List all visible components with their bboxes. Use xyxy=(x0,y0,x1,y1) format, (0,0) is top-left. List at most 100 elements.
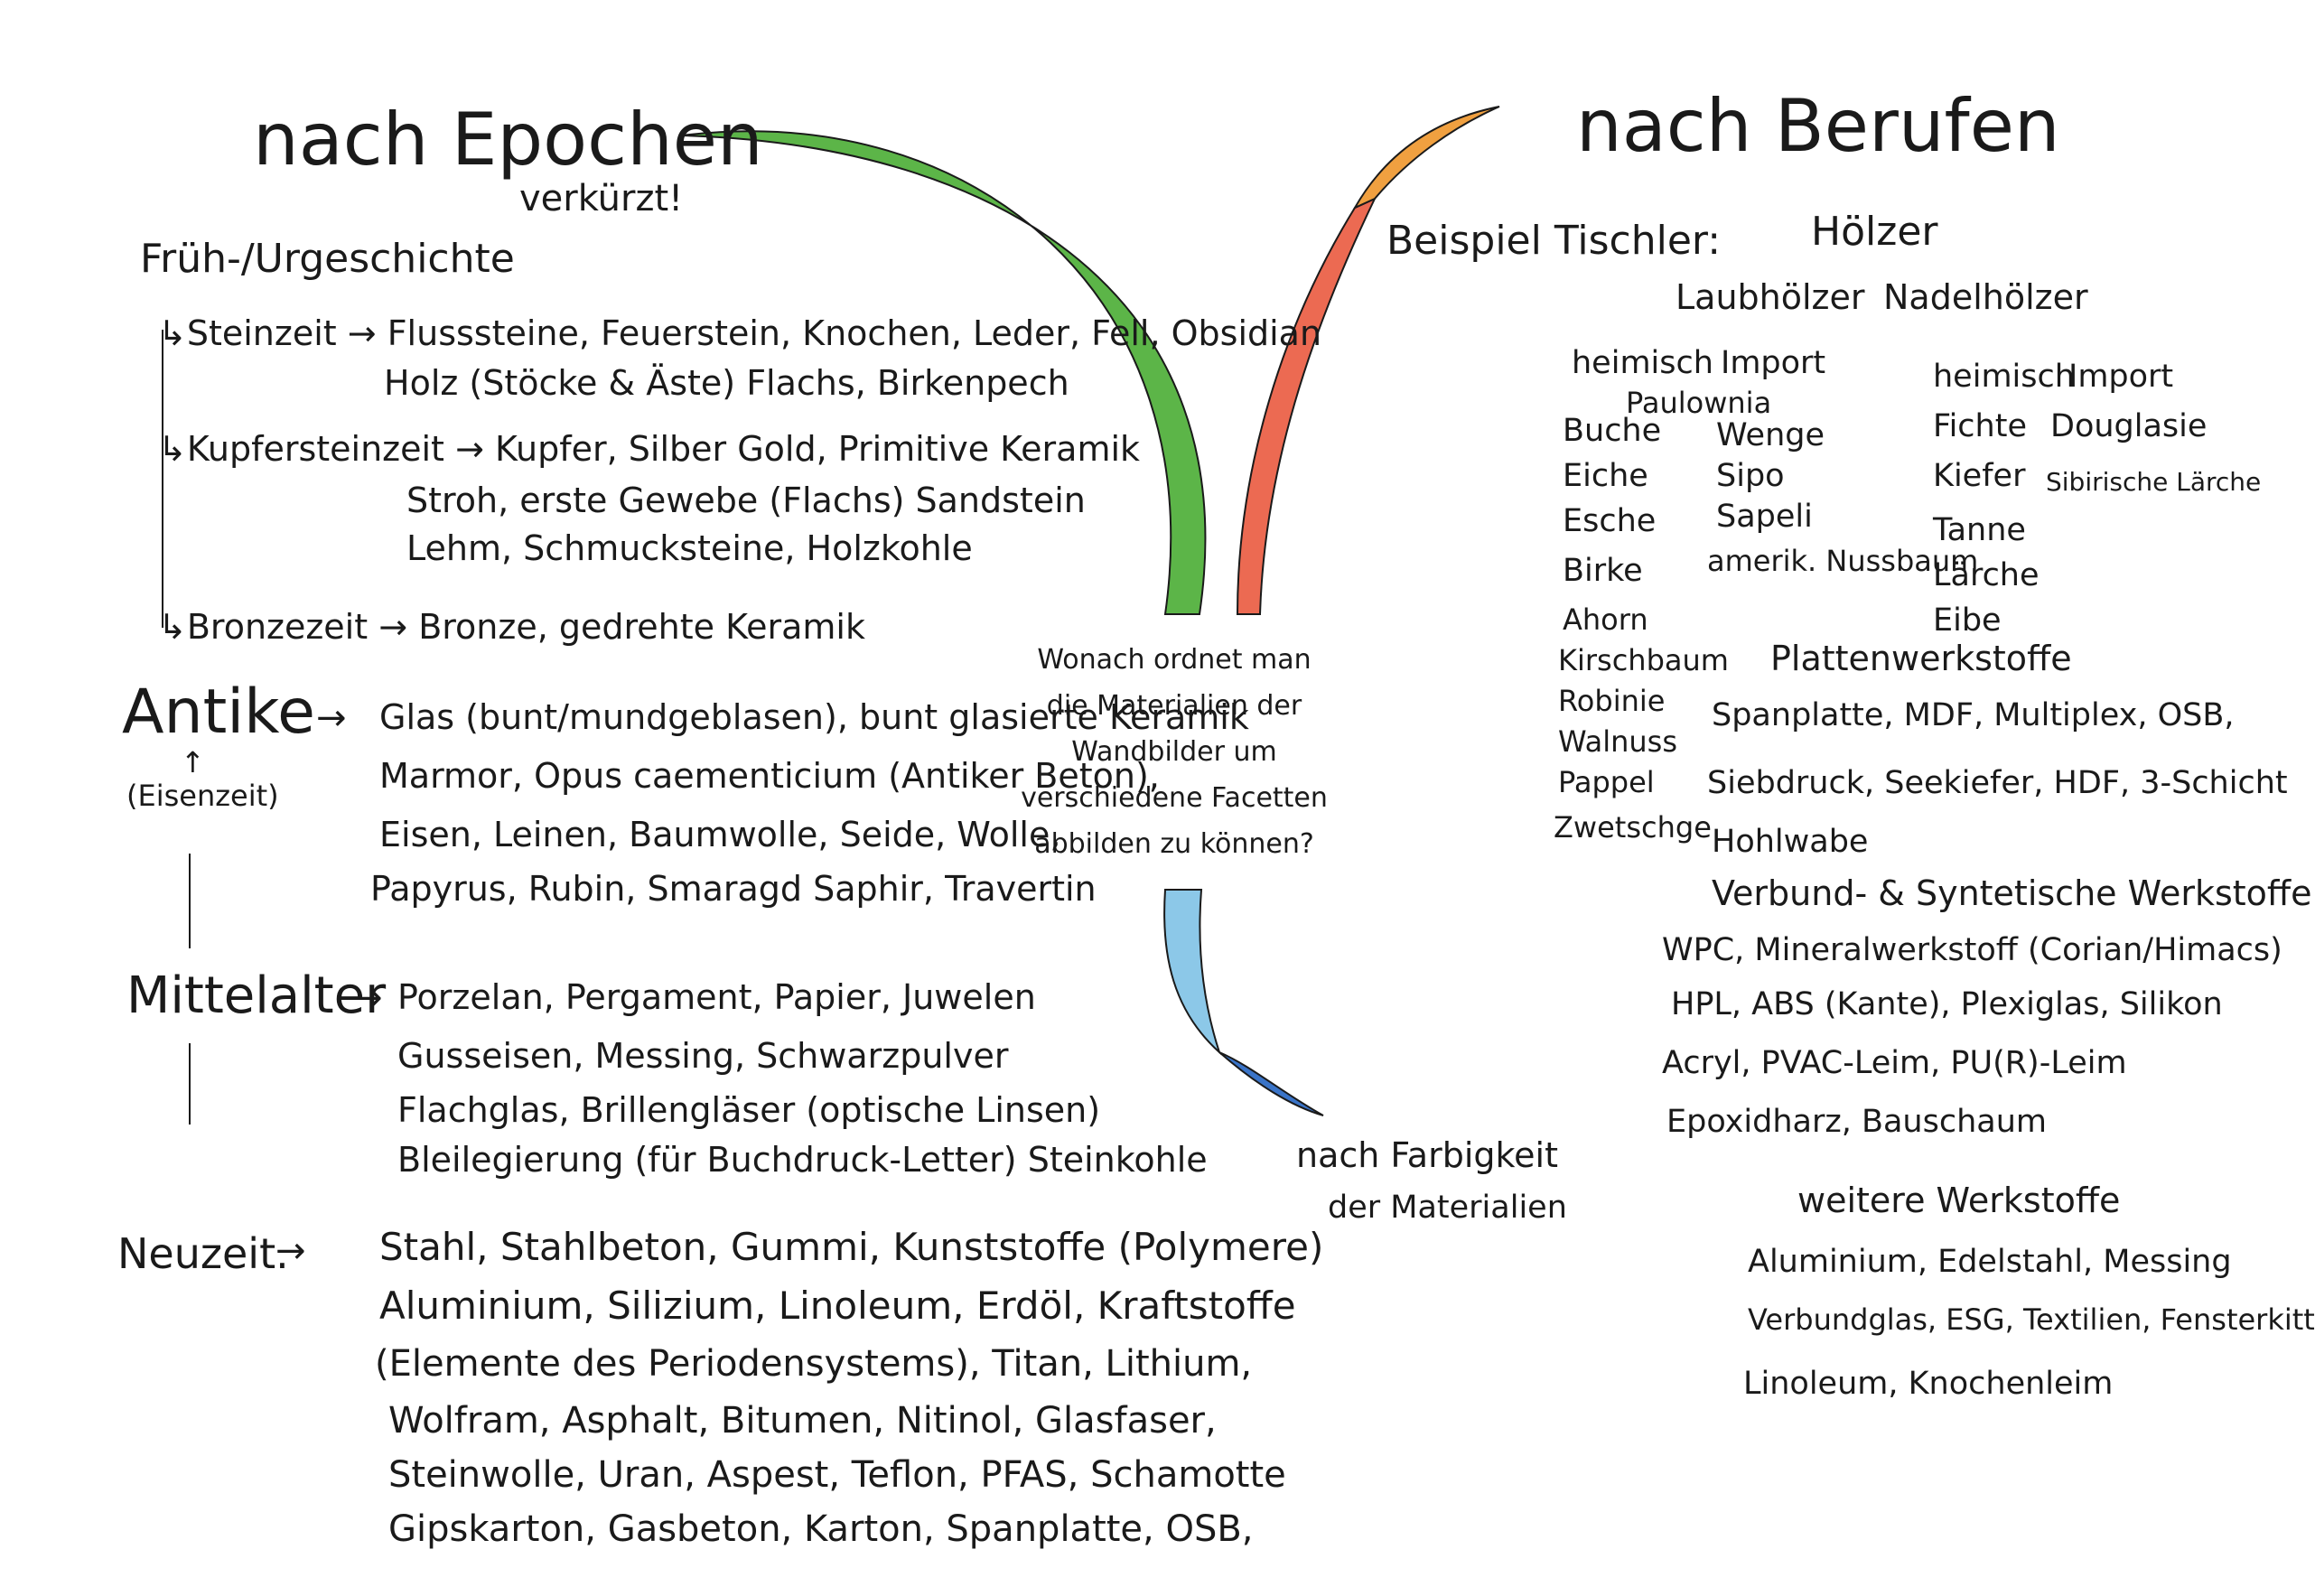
laub-heimisch-item: Kirschbaum xyxy=(1558,643,1729,677)
laub-import-extra: Paulownia xyxy=(1626,386,1772,420)
branch-farbigkeit-lower xyxy=(1218,1051,1324,1116)
nadel-heimisch-label: heimisch xyxy=(1933,359,2075,395)
laub-heimisch-item: Pappel xyxy=(1558,765,1655,799)
center-question-line: verschiedene Facetten xyxy=(1021,782,1328,814)
center-question-line: die Materialien der xyxy=(1046,690,1302,722)
kupfersteinzeit-label: Kupfersteinzeit xyxy=(186,429,444,469)
laub-import-item: Sipo xyxy=(1716,458,1785,494)
antike-sub-arrow: ↑ xyxy=(181,745,205,779)
farbigkeit-line: nach Farbigkeit xyxy=(1296,1135,1558,1175)
verbund-line: HPL, ABS (Kante), Plexiglas, Silikon xyxy=(1671,986,2223,1022)
weitere-line: Linoleum, Knochenleim xyxy=(1743,1366,2114,1402)
antike-line: Papyrus, Rubin, Smaragd Saphir, Traverti… xyxy=(370,869,1097,909)
bronzezeit-row: ↳Bronzezeit → Bronze, gedrehte Keramik xyxy=(158,610,865,644)
neuzeit-line: Steinwolle, Uran, Aspest, Teflon, PFAS, … xyxy=(388,1454,1286,1496)
neuzeit-line: Wolfram, Asphalt, Bitumen, Nitinol, Glas… xyxy=(388,1400,1217,1442)
mittelalter-label: Mittelalter xyxy=(126,966,387,1025)
nadel-import-label: Import xyxy=(2068,359,2174,395)
weitere-line: Aluminium, Edelstahl, Messing xyxy=(1748,1244,2232,1280)
prehistory-title: Früh-/Urgeschichte xyxy=(140,236,515,282)
berufen-title: nach Berufen xyxy=(1576,84,2060,168)
nadel-heimisch-item: Fichte xyxy=(1933,408,2027,444)
verbund-line: WPC, Mineralwerkstoff (Corian/Himacs) xyxy=(1662,932,2282,968)
nadel-heimisch-item: Lärche xyxy=(1933,557,2040,593)
center-question-line: Wonach ordnet man xyxy=(1037,644,1312,676)
antike-line: Eisen, Leinen, Baumwolle, Seide, Wolle, xyxy=(379,815,1061,854)
laub-heimisch-item: Robinie xyxy=(1558,684,1666,718)
kupfersteinzeit-line: Lehm, Schmucksteine, Holzkohle xyxy=(406,528,973,568)
laub-heimisch-item: Buche xyxy=(1563,413,1662,449)
beispiel-label: Beispiel Tischler: xyxy=(1386,218,1722,264)
epochen-note: verkürzt! xyxy=(519,178,684,219)
laub-import-item: Wenge xyxy=(1716,417,1825,453)
neuzeit-line: Aluminium, Silizium, Linoleum, Erdöl, Kr… xyxy=(379,1283,1296,1328)
plattenwerkstoffe-line: Siebdruck, Seekiefer, HDF, 3-Schicht xyxy=(1707,765,2288,801)
neuzeit-label: Neuzeit. xyxy=(117,1229,289,1278)
laub-import-item: amerik. Nussbaum xyxy=(1707,544,1979,578)
verbund-line: Acryl, PVAC-Leim, PU(R)-Leim xyxy=(1662,1045,2127,1081)
nadelhoelzer-label: Nadelhölzer xyxy=(1883,277,2088,317)
bronzezeit-label: Bronzezeit xyxy=(186,607,369,647)
laubhoelzer-label: Laubhölzer xyxy=(1676,277,1865,317)
mind-map-branches xyxy=(162,106,1500,1125)
steinzeit-line: Flusssteine, Feuerstein, Knochen, Leder,… xyxy=(387,313,1322,353)
verbund-line: Epoxidharz, Bauschaum xyxy=(1666,1104,2047,1140)
steinzeit-line: Holz (Stöcke & Äste) Flachs, Birkenpech xyxy=(384,363,1069,403)
laub-heimisch-label: heimisch xyxy=(1572,345,1713,381)
branch-berufen-upper xyxy=(1352,106,1500,210)
center-question-line: abbilden zu können? xyxy=(1034,828,1314,860)
weitere-title: weitere Werkstoffe xyxy=(1797,1181,2121,1220)
nadel-import-item: Sibirische Lärche xyxy=(2046,467,2262,497)
plattenwerkstoffe-line: Spanplatte, MDF, Multiplex, OSB, xyxy=(1712,697,2235,733)
antike-line: Glas (bunt/mundgeblasen), bunt glasierte… xyxy=(379,697,1249,737)
laub-heimisch-item: Walnuss xyxy=(1558,724,1677,759)
bronzezeit-line: Bronze, gedrehte Keramik xyxy=(418,607,865,647)
laub-heimisch-item: Zwetschge xyxy=(1554,810,1712,845)
mittelalter-line: Gusseisen, Messing, Schwarzpulver xyxy=(397,1036,1009,1076)
kupfersteinzeit-line: Kupfer, Silber Gold, Primitive Keramik xyxy=(495,429,1141,469)
item-arrow: → xyxy=(347,313,377,353)
branch-berufen-lower xyxy=(1236,196,1377,615)
plattenwerkstoffe-title: Plattenwerkstoffe xyxy=(1770,639,2072,678)
neuzeit-line: Gipskarton, Gasbeton, Karton, Spanplatte… xyxy=(388,1508,1254,1550)
laub-heimisch-item: Birke xyxy=(1563,553,1643,589)
nadel-import-item: Douglasie xyxy=(2050,408,2208,444)
nadel-heimisch-item: Kiefer xyxy=(1933,458,2026,494)
laub-heimisch-item: Esche xyxy=(1563,503,1657,539)
mittelalter-line: Porzelan, Pergament, Papier, Juwelen xyxy=(397,977,1036,1017)
mittelalter-line: Bleilegierung (für Buchdruck-Letter) Ste… xyxy=(397,1140,1208,1180)
mittelalter-line: Flachglas, Brillengläser (optische Linse… xyxy=(397,1090,1101,1130)
weitere-line: Verbundglas, ESG, Textilien, Fensterkitt xyxy=(1748,1302,2315,1337)
laub-heimisch-item: Eiche xyxy=(1563,458,1648,494)
kupfersteinzeit-row: ↳Kupfersteinzeit → Kupfer, Silber Gold, … xyxy=(158,432,1140,466)
steinzeit-row: ↳Steinzeit → Flusssteine, Feuerstein, Kn… xyxy=(158,316,1321,350)
kupfersteinzeit-line: Stroh, erste Gewebe (Flachs) Sandstein xyxy=(406,481,1086,520)
neuzeit-line: (Elemente des Periodensystems), Titan, L… xyxy=(375,1343,1253,1385)
nadel-heimisch-item: Eibe xyxy=(1933,602,2002,639)
center-question-line: Wandbilder um xyxy=(1071,736,1277,768)
laub-import-label: Import xyxy=(1721,345,1826,381)
epochen-title: nach Epochen xyxy=(253,98,763,182)
antike-line: Marmor, Opus caementicium (Antiker Beton… xyxy=(379,756,1160,796)
neuzeit-arrow: → xyxy=(275,1230,306,1272)
plattenwerkstoffe-line: Hohlwabe xyxy=(1712,824,1869,860)
branch-arrow: ↳ xyxy=(158,429,187,469)
antike-label: Antike xyxy=(122,677,315,748)
branch-arrow: ↳ xyxy=(158,607,187,647)
center-question: Wonach ordnet man die Materialien der Wa… xyxy=(1021,637,1328,867)
verbund-title: Verbund- & Syntetische Werkstoffe xyxy=(1712,873,2312,913)
item-arrow: → xyxy=(378,607,408,647)
branch-farbigkeit-upper xyxy=(1163,889,1222,1056)
branch-arrow: ↳ xyxy=(158,313,187,353)
mind-map: Wonach ordnet man die Materialien der Wa… xyxy=(117,84,2315,1550)
laub-heimisch-item: Ahorn xyxy=(1563,602,1648,637)
neuzeit-line: Stahl, Stahlbeton, Gummi, Kunststoffe (P… xyxy=(379,1225,1324,1269)
steinzeit-label: Steinzeit xyxy=(186,313,337,353)
laub-import-item: Sapeli xyxy=(1716,499,1813,535)
nadel-heimisch-item: Tanne xyxy=(1933,512,2026,548)
item-arrow: → xyxy=(455,429,484,469)
branch-epochen xyxy=(681,130,1207,615)
antike-sub: (Eisenzeit) xyxy=(126,779,279,813)
antike-arrow: → xyxy=(316,697,347,739)
mittelalter-arrow: → xyxy=(352,977,383,1019)
